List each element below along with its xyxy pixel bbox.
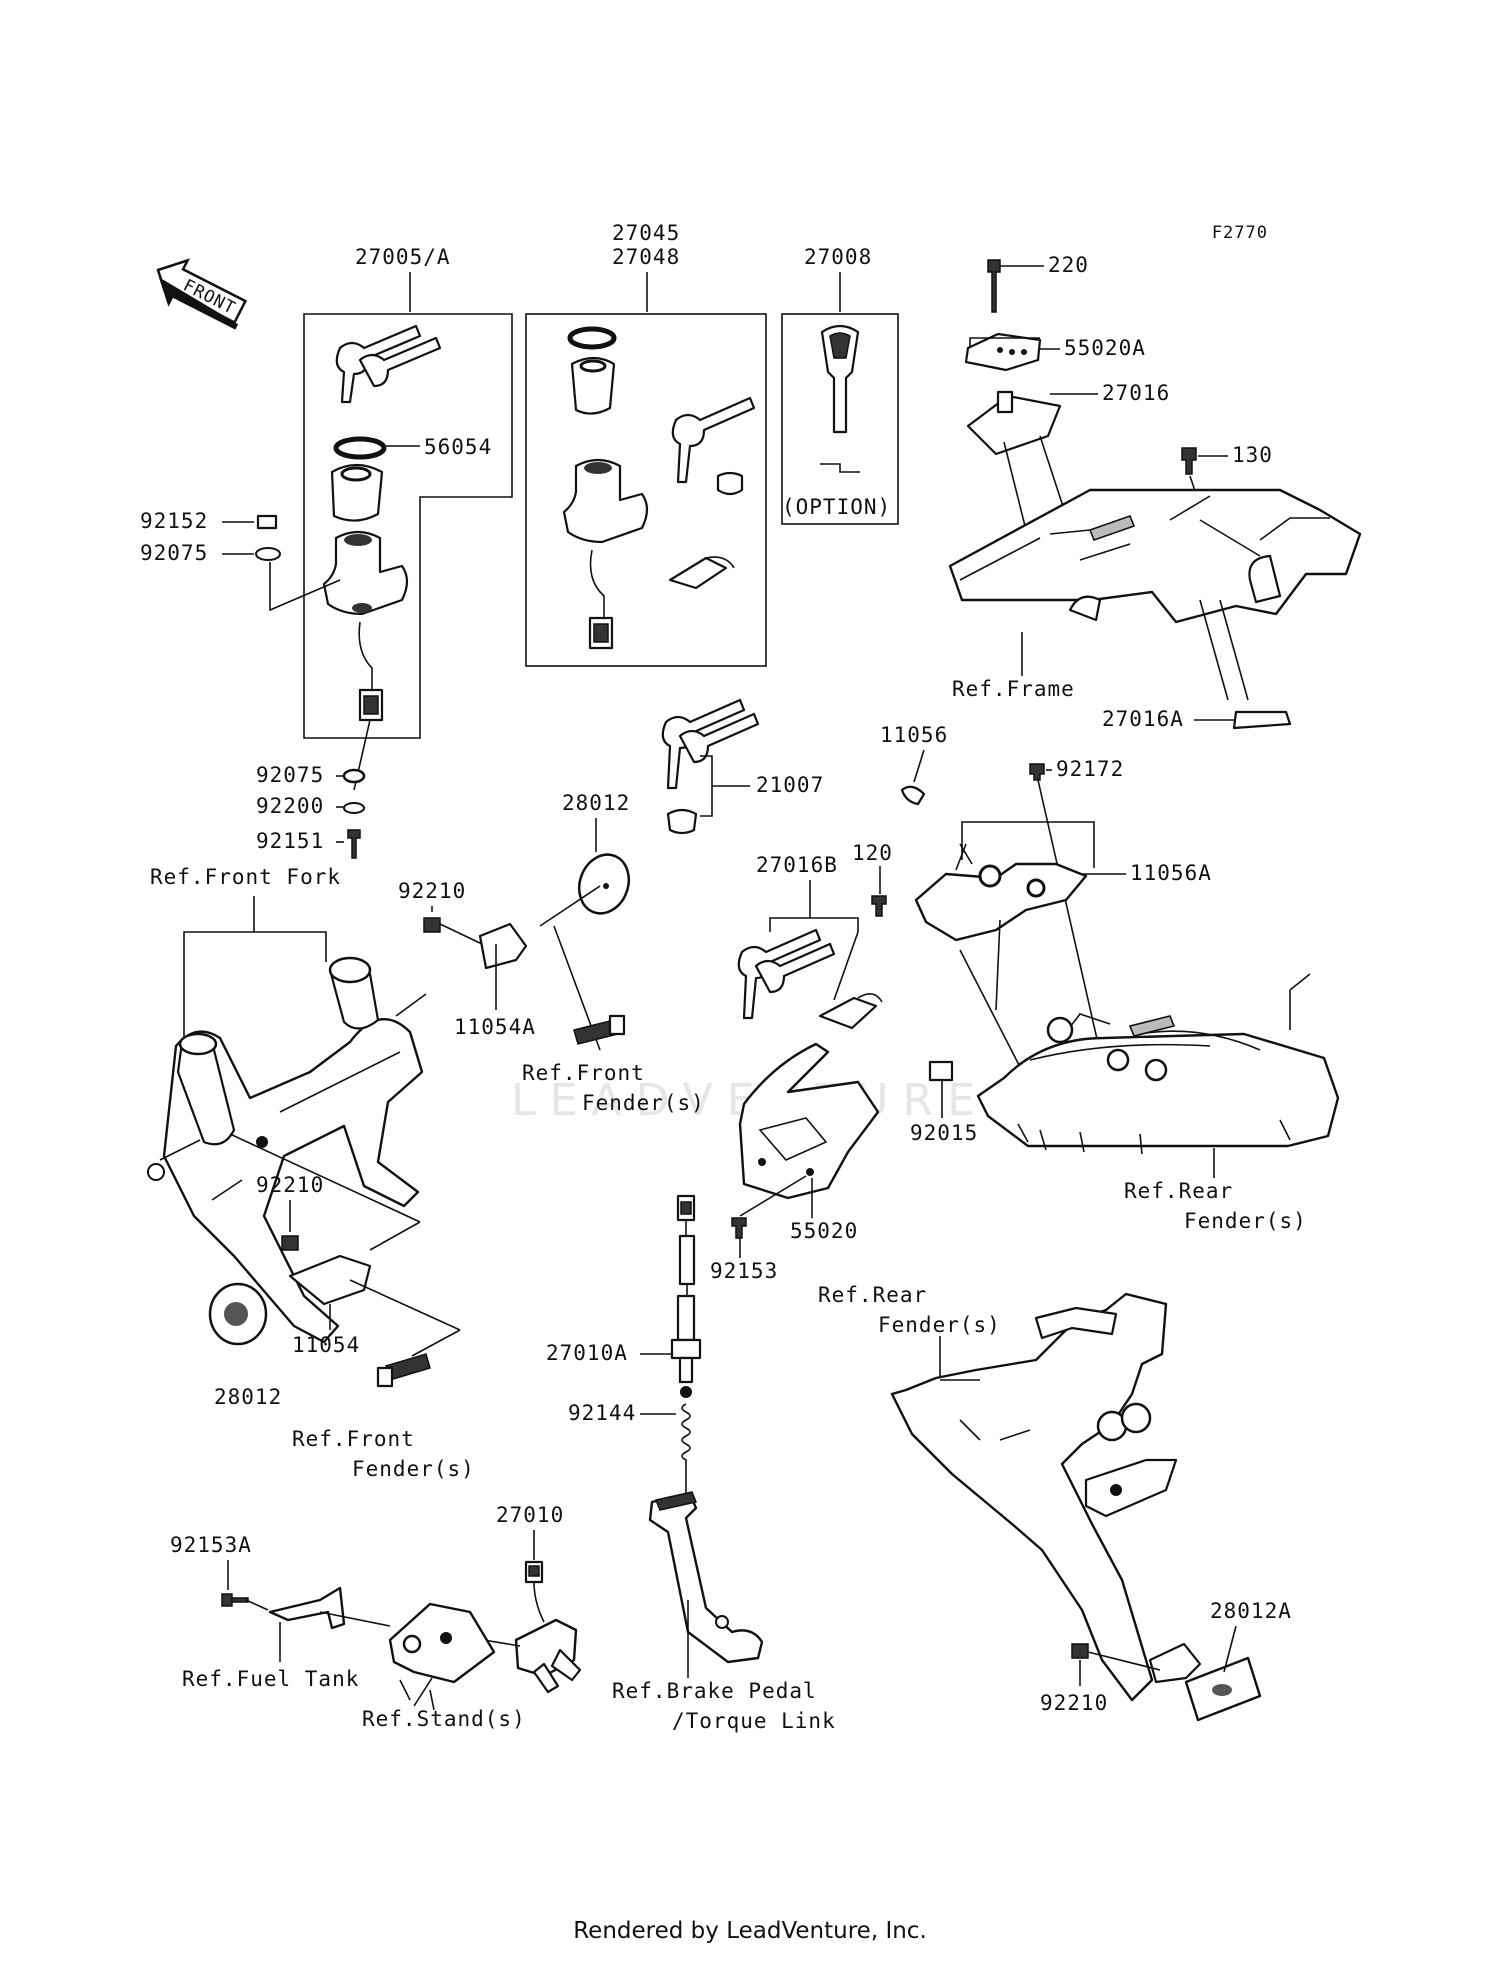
callout-28012-top: 28012	[562, 791, 630, 815]
lock-27016B	[818, 996, 878, 1030]
blank-key-group: 27008 (OPTION)	[781, 245, 899, 525]
keys-21007	[661, 698, 760, 835]
ref-fuel-tank: Ref.Fuel Tank	[182, 1667, 359, 1691]
callout-27010A: 27010A	[546, 1341, 628, 1365]
callout-55020: 55020	[790, 1219, 858, 1243]
callout-28012-bottom: 28012	[214, 1385, 282, 1409]
ref-rear-fender-1b: Fender(s)	[1184, 1209, 1307, 1233]
switch-27010	[514, 1560, 582, 1694]
fuel-tank-bracket	[268, 1586, 346, 1630]
ignition-switch-body	[322, 530, 409, 616]
screw-220	[987, 259, 1001, 313]
callout-220: 220	[1048, 253, 1089, 277]
bracket-11054	[288, 1254, 372, 1306]
callout-92153A: 92153A	[170, 1533, 252, 1557]
callout-27045: 27045	[612, 221, 680, 245]
spring-92144	[681, 1403, 691, 1500]
plate-55020A	[964, 332, 1042, 372]
callout-92152: 92152	[140, 509, 208, 533]
frame-bracket	[948, 488, 1362, 701]
ref-front-fork: Ref.Front Fork	[150, 865, 341, 889]
ref-front-fender-1a: Ref.Front	[522, 1061, 645, 1085]
figure-code: F2770	[1212, 223, 1268, 243]
callout-11054A: 11054A	[454, 1015, 536, 1039]
nut-92210-bottom	[1071, 1643, 1089, 1659]
callout-92210-mid: 92210	[256, 1173, 324, 1197]
cover-27016	[966, 394, 1062, 456]
callout-option: (OPTION)	[782, 495, 891, 519]
ref-brake-pedal-a: Ref.Brake Pedal	[612, 1679, 817, 1703]
screw-92151	[347, 829, 361, 859]
key-pair-icon	[335, 324, 442, 404]
callout-27005A: 27005/A	[355, 245, 451, 269]
callout-21007: 21007	[756, 773, 824, 797]
ref-rear-fender-1a: Ref.Rear	[1124, 1179, 1233, 1203]
callout-28012A: 28012A	[1210, 1599, 1292, 1623]
bolt-130	[1181, 447, 1197, 475]
ref-front-fender-2b: Fender(s)	[352, 1457, 475, 1481]
rivet-92172	[1029, 763, 1045, 781]
callout-92015: 92015	[910, 1121, 978, 1145]
washer-92200	[343, 802, 365, 814]
callout-92153: 92153	[710, 1259, 778, 1283]
bolt-120	[871, 895, 887, 917]
callout-11056A: 11056A	[1130, 861, 1212, 885]
screw-92153A	[221, 1593, 249, 1607]
washer-92075-bottom	[342, 768, 366, 784]
ref-rear-fender-2a: Ref.Rear	[818, 1283, 927, 1307]
collar-92015	[928, 1060, 954, 1082]
bracket-11054A	[478, 922, 528, 970]
callout-92210-top: 92210	[398, 879, 466, 903]
ref-stand: Ref.Stand(s)	[362, 1707, 526, 1731]
washer-56054	[333, 436, 387, 460]
stand-bracket	[388, 1602, 496, 1711]
callout-11054: 11054	[292, 1333, 360, 1357]
callout-27048: 27048	[612, 245, 680, 269]
callout-92144: 92144	[568, 1401, 636, 1425]
brake-pedal	[648, 1491, 764, 1664]
switch-set-group: 27045 27048	[525, 221, 767, 667]
blank-key-icon	[820, 324, 860, 434]
brake-switch-27010A	[670, 1194, 702, 1398]
callout-92210-bottom: 92210	[1040, 1691, 1108, 1715]
ref-rear-fender-2b: Fender(s)	[878, 1313, 1001, 1337]
callout-120: 120	[852, 841, 893, 865]
front-fork-clamps	[147, 956, 427, 1344]
callout-56054: 56054	[424, 435, 492, 459]
ref-front-fender-2a: Ref.Front	[292, 1427, 415, 1451]
rear-fender-upper	[976, 973, 1340, 1155]
callout-130: 130	[1232, 443, 1273, 467]
ignition-switch-group: 27005/A 56054	[303, 245, 513, 791]
callout-27010: 27010	[496, 1503, 564, 1527]
ref-frame: Ref.Frame	[952, 677, 1075, 701]
callout-92200: 92200	[256, 794, 324, 818]
nut-92152	[256, 514, 278, 530]
screw-92153	[731, 1217, 747, 1239]
washer-92075-top	[255, 547, 281, 561]
nut-92210-mid	[281, 1235, 299, 1251]
callout-92075-top: 92075	[140, 541, 208, 565]
callout-92075-bottom: 92075	[256, 763, 324, 787]
callout-27016A: 27016A	[1102, 707, 1184, 731]
cover-55020	[738, 1042, 880, 1200]
callout-27008: 27008	[804, 245, 872, 269]
rear-fender-lower	[890, 1292, 1202, 1702]
callout-55020A: 55020A	[1064, 336, 1146, 360]
ref-front-fender-1b: Fender(s)	[582, 1091, 705, 1115]
bracket-11056A	[914, 843, 1088, 942]
clip-11056	[900, 785, 926, 806]
callout-11056: 11056	[880, 723, 948, 747]
footer-credit: Rendered by LeadVenture, Inc.	[573, 1918, 927, 1944]
callout-92151: 92151	[256, 829, 324, 853]
bracket-27016A	[1232, 710, 1292, 730]
callout-27016B: 27016B	[756, 853, 838, 877]
ref-brake-pedal-b: /Torque Link	[672, 1709, 836, 1733]
front-arrow-icon: FRONT	[156, 258, 248, 330]
callout-27016: 27016	[1102, 381, 1170, 405]
callout-92172: 92172	[1056, 757, 1124, 781]
nut-92210-top	[423, 917, 441, 933]
